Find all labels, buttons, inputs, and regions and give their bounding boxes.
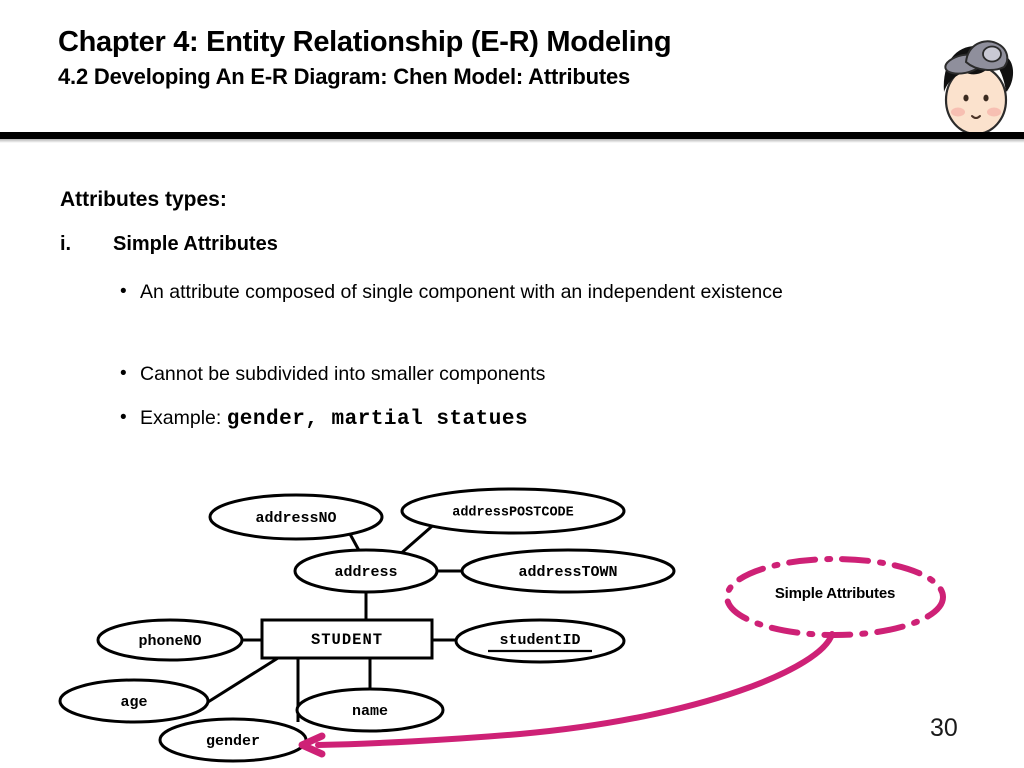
bullet-text-example-code: gender, martial statues bbox=[226, 408, 529, 431]
attribute-node-addresstown[interactable]: addressTOWN bbox=[460, 548, 676, 594]
bullet-text-example-prefix: Example: bbox=[140, 407, 227, 429]
attribute-node-address[interactable]: address bbox=[293, 548, 439, 594]
attribute-label: age bbox=[120, 694, 147, 711]
list-item-number: i. bbox=[60, 233, 72, 255]
attribute-label: addressPOSTCODE bbox=[452, 506, 574, 521]
slide-header: Chapter 4: Entity Relationship (E-R) Mod… bbox=[0, 0, 1024, 143]
bullet-text-example: Example: gender, martial statues bbox=[140, 403, 840, 435]
list-item-simple-attributes: Simple Attributes bbox=[113, 233, 278, 255]
attribute-label: addressNO bbox=[255, 510, 336, 527]
attribute-node-gender[interactable]: gender bbox=[158, 717, 308, 763]
attribute-label: gender bbox=[206, 733, 260, 750]
bullet-dot-icon: • bbox=[120, 281, 127, 302]
callout-label: Simple Attributes bbox=[774, 585, 896, 602]
bullet-text: Cannot be subdivided into smaller compon… bbox=[140, 363, 546, 385]
page-subtitle: 4.2 Developing An E-R Diagram: Chen Mode… bbox=[58, 64, 631, 89]
page-title: Chapter 4: Entity Relationship (E-R) Mod… bbox=[58, 26, 672, 58]
attribute-label: phoneNO bbox=[138, 633, 201, 650]
header-divider-shadow bbox=[0, 139, 1024, 143]
bullet-text: An attribute composed of single componen… bbox=[140, 281, 783, 303]
edge-age-student bbox=[207, 656, 279, 704]
attribute-label: addressTOWN bbox=[518, 564, 617, 581]
cartoon-person-with-cap-icon bbox=[930, 22, 1022, 134]
attribute-label: name bbox=[352, 703, 388, 720]
attribute-label: address bbox=[334, 564, 397, 581]
bullet-dot-icon: • bbox=[120, 363, 127, 384]
header-divider bbox=[0, 132, 1024, 139]
attribute-node-studentid[interactable]: studentID bbox=[454, 618, 626, 664]
entity-node-student[interactable]: STUDENT bbox=[260, 618, 434, 660]
page-number: 30 bbox=[930, 714, 958, 742]
attribute-node-addressno[interactable]: addressNO bbox=[208, 493, 384, 541]
attribute-node-phoneno[interactable]: phoneNO bbox=[96, 618, 244, 662]
entity-label: STUDENT bbox=[311, 631, 383, 649]
attribute-node-name[interactable]: name bbox=[295, 687, 445, 733]
attributes-types-heading: Attributes types: bbox=[60, 188, 227, 211]
attribute-node-addresspostcode[interactable]: addressPOSTCODE bbox=[400, 487, 626, 535]
title-block: Chapter 4: Entity Relationship (E-R) Mod… bbox=[58, 24, 918, 92]
attribute-node-age[interactable]: age bbox=[58, 678, 210, 724]
bullet-dot-icon: • bbox=[120, 407, 127, 428]
attribute-label: studentID bbox=[499, 632, 580, 649]
